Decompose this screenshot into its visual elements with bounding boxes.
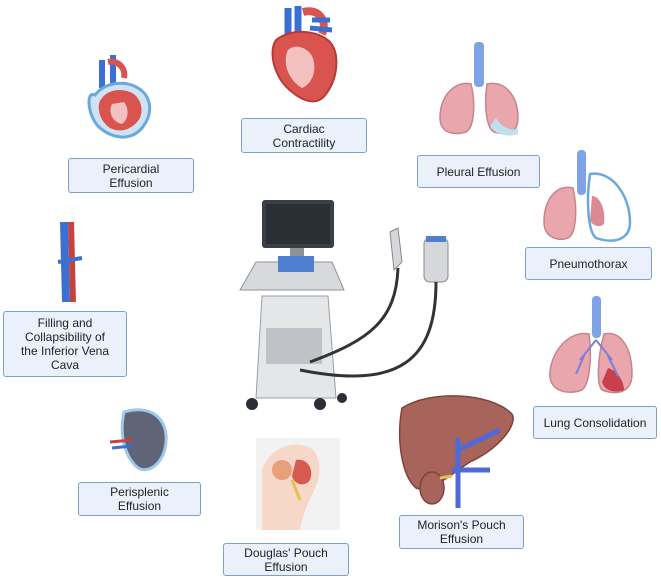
pelvis-icon	[256, 438, 340, 530]
lung-consolidation-label: Lung Consolidation	[533, 406, 657, 439]
pneumothorax-label: Pneumothorax	[525, 247, 652, 280]
ultrasound-machine-icon	[239, 200, 449, 410]
lungs-consolidation-icon	[549, 296, 633, 394]
lungs-pneumothorax-icon	[543, 150, 632, 242]
heart-icon	[271, 6, 338, 103]
morison-pouch-text: Morison's Pouch Effusion	[417, 518, 506, 546]
liver-kidney-icon	[398, 395, 514, 508]
pericardial-effusion-text: Pericardial Effusion	[102, 161, 160, 190]
pleural-effusion-label: Pleural Effusion	[417, 155, 540, 188]
ivc-label: Filling and Collapsibility of the Inferi…	[3, 311, 127, 377]
douglas-pouch-text: Douglas' Pouch Effusion	[244, 545, 328, 574]
cardiac-contractility-label: Cardiac Contractility	[241, 118, 367, 153]
lungs-pleural-effusion-icon	[439, 42, 519, 136]
douglas-pouch-label: Douglas' Pouch Effusion	[223, 543, 349, 576]
heart-with-pericardium-icon	[87, 55, 152, 139]
spleen-icon	[109, 408, 168, 472]
ivc-text: Filling and Collapsibility of the Inferi…	[20, 316, 110, 372]
morison-pouch-label: Morison's Pouch Effusion	[399, 515, 524, 549]
cardiac-contractility-text: Cardiac Contractility	[272, 121, 336, 150]
pleural-effusion-text: Pleural Effusion	[436, 164, 521, 179]
pericardial-effusion-label: Pericardial Effusion	[68, 158, 194, 193]
perisplenic-effusion-text: Perisplenic Effusion	[110, 485, 169, 513]
inferior-vena-cava-icon	[57, 221, 83, 303]
pneumothorax-text: Pneumothorax	[549, 256, 628, 271]
perisplenic-effusion-label: Perisplenic Effusion	[78, 482, 201, 516]
lung-consolidation-text: Lung Consolidation	[543, 415, 647, 430]
